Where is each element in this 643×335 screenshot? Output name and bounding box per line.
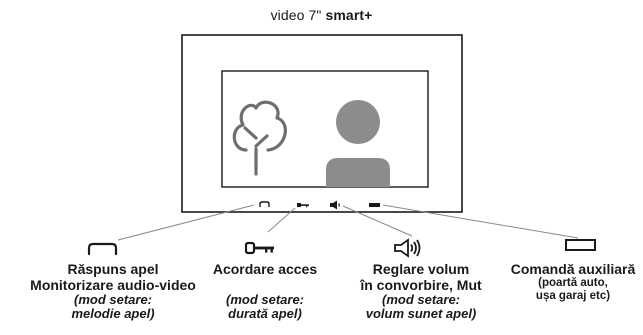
callout-label: Monitorizare audio-video [30,277,196,293]
callout-note: volum sunet apel) [365,306,477,321]
handset-icon [87,242,118,256]
callout-sub: (poartă auto, [538,277,608,289]
callout-label: în convorbire, Mut [360,277,482,293]
callout-note: (mod setare: [225,292,305,307]
rectangle-icon [565,239,596,251]
callout-label: Răspuns apel [67,261,159,277]
callout-grant-access: Acordare acces (mod setare: durată apel) [190,261,340,321]
bezel-speaker-icon [330,200,340,210]
tree-icon [232,100,287,176]
callout-volume: Reglare volum în convorbire, Mut (mod se… [346,261,496,321]
callout-sub: ușa garaj etc) [535,290,611,302]
callout-label: Reglare volum [372,261,470,277]
title-prefix: video 7" [270,7,322,23]
bezel-rectangle-icon [369,203,380,207]
callout-note: (mod setare: [381,292,461,307]
callout-note: (mod setare: [73,292,153,307]
bezel-key-icon [297,203,309,208]
callout-answer-call: Răspuns apel Monitorizare audio-video (m… [18,261,208,321]
callout-note: melodie apel) [71,306,155,321]
diagram-title: video 7" smart+ [0,7,643,23]
callout-aux-command: Comandă auxiliară (poartă auto, ușa gara… [506,261,640,303]
title-model: smart+ [325,7,373,23]
screen [221,70,429,188]
leader-lines [117,204,579,241]
callout-label: Acordare acces [212,261,318,277]
bezel-handset-icon [259,201,270,207]
monitor-frame [181,34,463,213]
person-avatar [326,100,390,187]
callout-note: durată apel) [228,306,302,321]
callout-label: Comandă auxiliară [510,261,636,277]
speaker-icon [394,238,421,258]
key-icon [244,241,274,255]
